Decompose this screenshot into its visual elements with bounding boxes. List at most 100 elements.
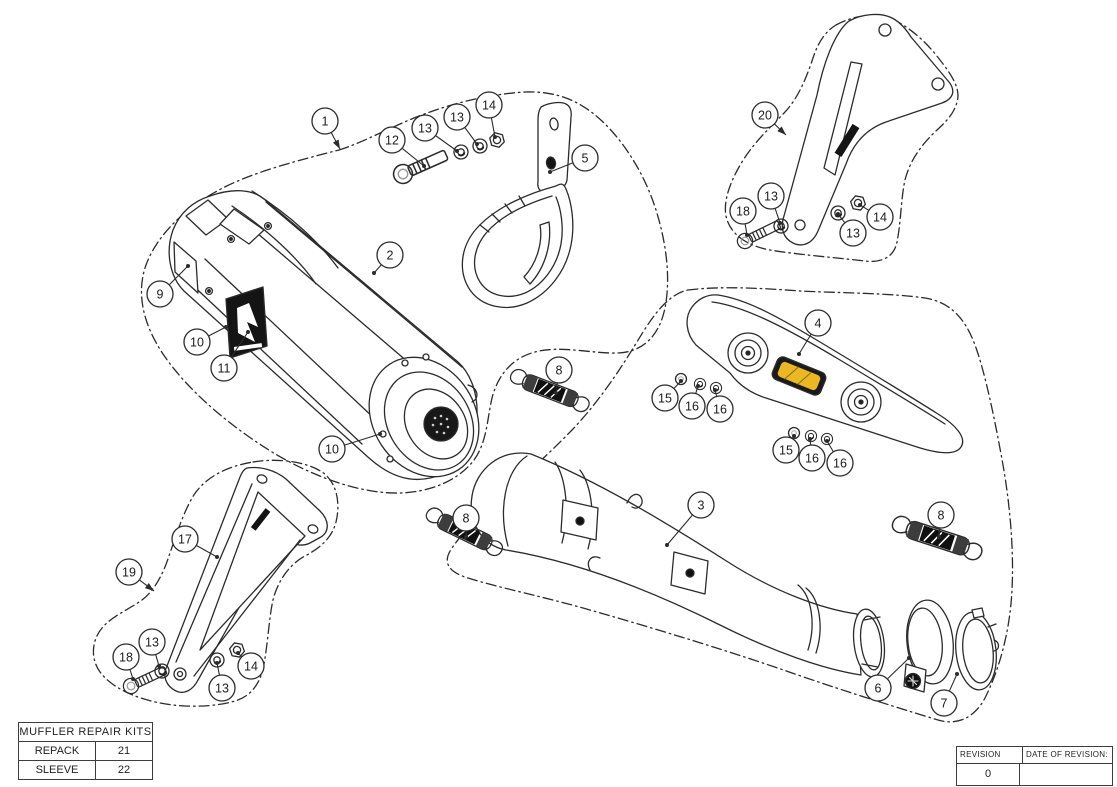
group-outline-bracket-top [724, 14, 959, 263]
bracket-bottom-cutout [199, 491, 306, 651]
callout-16: 16 [706, 388, 734, 423]
callout-circle [757, 182, 785, 210]
callout-label: 20 [758, 109, 772, 123]
clamp-tab [537, 101, 572, 193]
callout-leader [774, 208, 781, 224]
callout-circle [927, 501, 955, 529]
callout-label: 10 [325, 443, 339, 457]
bolt-set-top [389, 131, 507, 188]
callout-leader [402, 148, 425, 167]
callout-19: 19 [115, 558, 155, 592]
callout-label: 14 [482, 99, 496, 113]
revision-table: REVISION DATE OF REVISION: 0 [956, 746, 1113, 786]
callout-label: 5 [582, 152, 589, 166]
callout-1: 1 [311, 107, 341, 150]
date-of-revision-label: DATE OF REVISION: [1026, 750, 1108, 759]
heat-shield-top-edge [711, 301, 946, 425]
kits-table-title-row: MUFFLER REPAIR KITS [19, 723, 152, 741]
callout-circle [678, 392, 706, 420]
callout-circle [376, 241, 404, 269]
callout-dot [422, 164, 426, 168]
callout-dot [224, 325, 228, 329]
callout-dot [464, 535, 468, 539]
callout-label: 13 [846, 227, 860, 241]
heat-shield-drawing [686, 294, 964, 454]
callout-label: 18 [119, 651, 133, 665]
callout-circle [452, 504, 480, 532]
callout-circle [651, 384, 679, 412]
callout-label: 10 [190, 336, 204, 350]
callout-circle [378, 126, 406, 154]
nut-14 [487, 131, 507, 149]
callout-circle [237, 652, 265, 680]
callout-dot [548, 170, 552, 174]
bracket-top-hole [794, 219, 806, 231]
callout-8: 8 [927, 501, 955, 539]
callout-10: 10 [318, 432, 382, 463]
callout-8: 8 [452, 504, 480, 539]
muffler-logo-badge [225, 286, 268, 359]
callout-circle [839, 219, 867, 247]
callout-4: 4 [797, 309, 832, 356]
callout-dot [186, 264, 190, 268]
clamp-strap-outer [461, 183, 574, 309]
callout-label: 18 [736, 205, 750, 219]
callout-20: 20 [751, 101, 787, 136]
bracket-bottom-hole [307, 524, 319, 534]
callout-circle [138, 628, 166, 656]
callout-circle [804, 309, 832, 337]
date-of-revision-value [1020, 764, 1112, 785]
callout-dot [215, 661, 219, 665]
callout-circle [146, 280, 174, 308]
callout-13: 13 [411, 114, 459, 153]
ring-7-tab [971, 607, 985, 619]
callout-label: 16 [713, 403, 727, 417]
callout-16: 16 [825, 439, 854, 477]
callout-leader [887, 657, 910, 680]
clamp-strap-slot [523, 221, 551, 285]
callout-dot [475, 142, 479, 146]
kits-table-row-sleeve: SLEEVE 22 [19, 760, 152, 779]
bracket-top-slot [823, 61, 863, 176]
callout-dot [792, 434, 796, 438]
callout-dot [665, 543, 669, 547]
callout-7: 7 [930, 672, 959, 717]
callout-circle [311, 107, 339, 135]
revision-value: 0 [957, 764, 1020, 785]
kit-name: REPACK [19, 742, 96, 760]
callout-leader [464, 127, 478, 145]
bracket-top-drawing [781, 13, 954, 246]
callout-circle [826, 449, 854, 477]
callout-dot [955, 672, 959, 676]
callout-label: 13 [215, 682, 229, 696]
callout-dot [797, 352, 801, 356]
callout-13: 13 [757, 182, 785, 225]
callout-dot [713, 388, 717, 392]
washer-16 [693, 377, 707, 391]
callout-15: 15 [772, 434, 800, 464]
bracket-bottom-hole [256, 474, 268, 484]
callout-circle [866, 203, 894, 231]
callout-label: 1 [322, 115, 329, 129]
heat-shield-boss [840, 381, 882, 423]
callout-dot [157, 664, 161, 668]
kit-number: 22 [117, 763, 131, 776]
callout-6: 6 [864, 656, 911, 702]
callout-leader [435, 135, 458, 152]
callout-leader [196, 545, 218, 558]
callout-14: 14 [858, 203, 894, 231]
callout-3: 3 [665, 491, 715, 547]
callout-circle [208, 674, 236, 702]
callout-leader [549, 162, 573, 173]
callout-dot [372, 271, 376, 275]
callout-circle [171, 525, 199, 553]
link-pipe-drawing [470, 452, 886, 678]
callout-label: 7 [941, 697, 948, 711]
callout-dot [554, 391, 558, 395]
callout-10: 10 [183, 325, 228, 356]
callout-dot [836, 212, 840, 216]
callout-9: 9 [146, 264, 190, 308]
callout-leader [231, 331, 249, 358]
callout-dot [937, 535, 941, 539]
